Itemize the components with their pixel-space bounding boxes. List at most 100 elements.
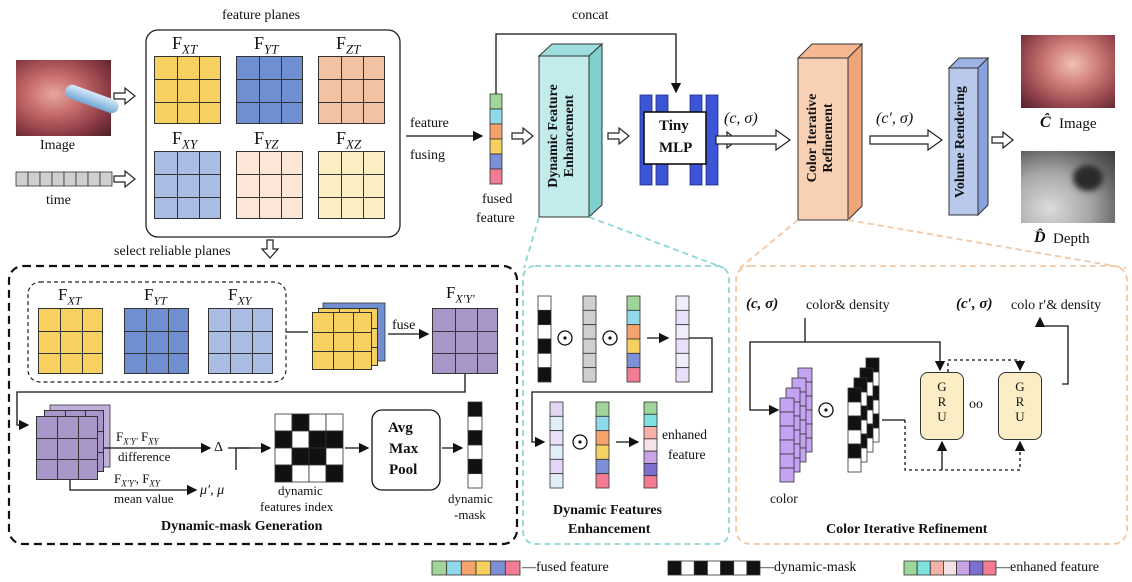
p2-enhanced-strip-cell (643, 450, 658, 464)
legend-fused-strip-cell (490, 560, 506, 576)
p1-plane-xt-vline (60, 309, 62, 373)
p3-out-label: (c′, σ) (956, 296, 993, 312)
p2-enhanced-strip-cell (643, 463, 658, 477)
p2-fused-strip-2-cell (595, 473, 610, 489)
p3-color-stack-0-cell (779, 453, 795, 469)
plane-yz (236, 151, 303, 219)
pool-line3: Pool (389, 462, 418, 478)
dynamic-index-cell (291, 430, 310, 449)
select-label: select reliable planes (114, 244, 231, 259)
legend-mask-strip-cell (667, 560, 682, 576)
p1-stack-front-hline (313, 331, 371, 333)
c-hat-label: Ĉ (1040, 114, 1051, 131)
d-hat-suffix: Depth (1053, 231, 1090, 247)
p3-color-stack-0-cell (779, 397, 795, 413)
p1-delta-line (228, 447, 250, 470)
plane-zt-label-base: F (336, 33, 347, 53)
pool-box (371, 409, 441, 491)
p1-plane-yt-hline (125, 330, 188, 332)
p3-dashed-top (947, 359, 1026, 372)
dynamic-index-cell (308, 430, 327, 449)
p1-fused-plane-label-sub: X′Y′ (455, 291, 475, 306)
p2-result-strip-cell (675, 295, 690, 311)
p3-mask-stack-0-cell (847, 415, 862, 431)
p3-dots: oo (969, 397, 983, 412)
dfe-zoom-left (523, 216, 540, 269)
p1-plane-0-label-sub: XT (67, 293, 82, 308)
p1-plane-2-label-sub: XY (237, 293, 252, 308)
p1-mean-sub1: X′Y′ (121, 478, 136, 489)
plane-xz-label: FXZ (336, 128, 361, 152)
plane-xy-label: FXY (172, 128, 197, 152)
plane-zt-hline (319, 101, 384, 103)
dfe-block-line2: Enhancement (562, 94, 578, 178)
legend-enhanced-strip-cell (903, 560, 918, 576)
plane-xy (154, 151, 221, 219)
time-bar-cell (63, 171, 77, 187)
p3-mask-stack-0-cell (847, 443, 862, 459)
image-arrow-icon (113, 86, 136, 106)
concat-line (495, 33, 682, 94)
p1-diff-label: FX′Y′ FXY (116, 429, 159, 447)
p2-gray-strip-cell (582, 295, 597, 311)
legend-mask-strip-cell (720, 560, 735, 576)
p2-gray-strip-cell (582, 309, 597, 326)
dynamic-index-cell (291, 464, 310, 483)
time-bar-cell (51, 171, 65, 187)
p1-mean-line (69, 480, 198, 496)
p2-dot-3-icon-center (578, 440, 582, 444)
dynamic-index-cell (291, 447, 310, 466)
plane-yz-label: FYZ (254, 128, 278, 152)
legend-fused-strip-cell (460, 560, 477, 576)
p2-masked-strip-cell (549, 430, 564, 446)
p1-delta: Δ (214, 440, 224, 455)
p2-enhanced-strip-cell (643, 438, 658, 452)
dyn-mask-line1: dynamic (448, 491, 493, 506)
p2-dot-1-icon-center (563, 336, 567, 340)
p2-fused-strip-cell (626, 295, 641, 311)
p1-plane-yt-vline (146, 309, 148, 373)
cir-block-front (797, 57, 849, 221)
p2-enhanced-strip-cell (643, 413, 658, 427)
p1-fused-plane-grid-hline (433, 330, 497, 332)
plane-yt-label-sub: YT (264, 41, 279, 57)
plane-zt-label-sub: ZT (346, 41, 361, 57)
panel2-title-line1: Dynamic Features (553, 503, 662, 518)
p1-plane-xy-hline (209, 330, 272, 332)
time-bar-cell (99, 171, 113, 187)
plane-xz-vline (340, 152, 342, 218)
dynamic-index-cell (325, 430, 344, 449)
p2-mask-1-cell (537, 367, 552, 383)
p3-dashed-bottom (904, 420, 1026, 471)
legend-fused-label: —fused feature (522, 560, 609, 575)
p2-dot-2-icon (602, 330, 618, 346)
p1-plane-xy (208, 308, 273, 374)
dyn-idx-line1: dynamic (278, 483, 323, 498)
time-bar-cell (27, 171, 41, 187)
plane-yz-hline (237, 196, 302, 198)
p2-enhanced-strip-cell (643, 401, 658, 415)
p2-fused-strip-2-cell (595, 458, 610, 475)
p1-mean-value-label: mean value (114, 491, 174, 506)
legend-enhanced-strip-cell (956, 560, 971, 576)
p2-fused-strip-2-cell (595, 444, 610, 460)
p2-result-strip-cell (675, 324, 690, 340)
p2-fused-strip-2-cell (595, 401, 610, 417)
time-bar-cell (87, 171, 101, 187)
p2-fused-strip-cell (626, 367, 641, 383)
dynamic-index-cell (274, 430, 293, 449)
dynamic-mask-p1-cell (467, 415, 483, 432)
c-sigma-label: (c, σ) (724, 110, 758, 127)
p1-mean-label: FX′Y′, FXY (114, 471, 160, 489)
cprime-sigma-arrow-icon (869, 128, 944, 152)
legend-fused-strip-cell (504, 560, 521, 576)
p1-mu: μ′, μ (200, 483, 225, 498)
plane-xy-hline (155, 174, 220, 176)
dynamic-index-cell (274, 447, 293, 466)
p3-color-stack-0-cell (779, 467, 795, 483)
p3-in-suffix: color& density (806, 298, 890, 313)
gru-1-letter-2: U (1015, 409, 1025, 424)
